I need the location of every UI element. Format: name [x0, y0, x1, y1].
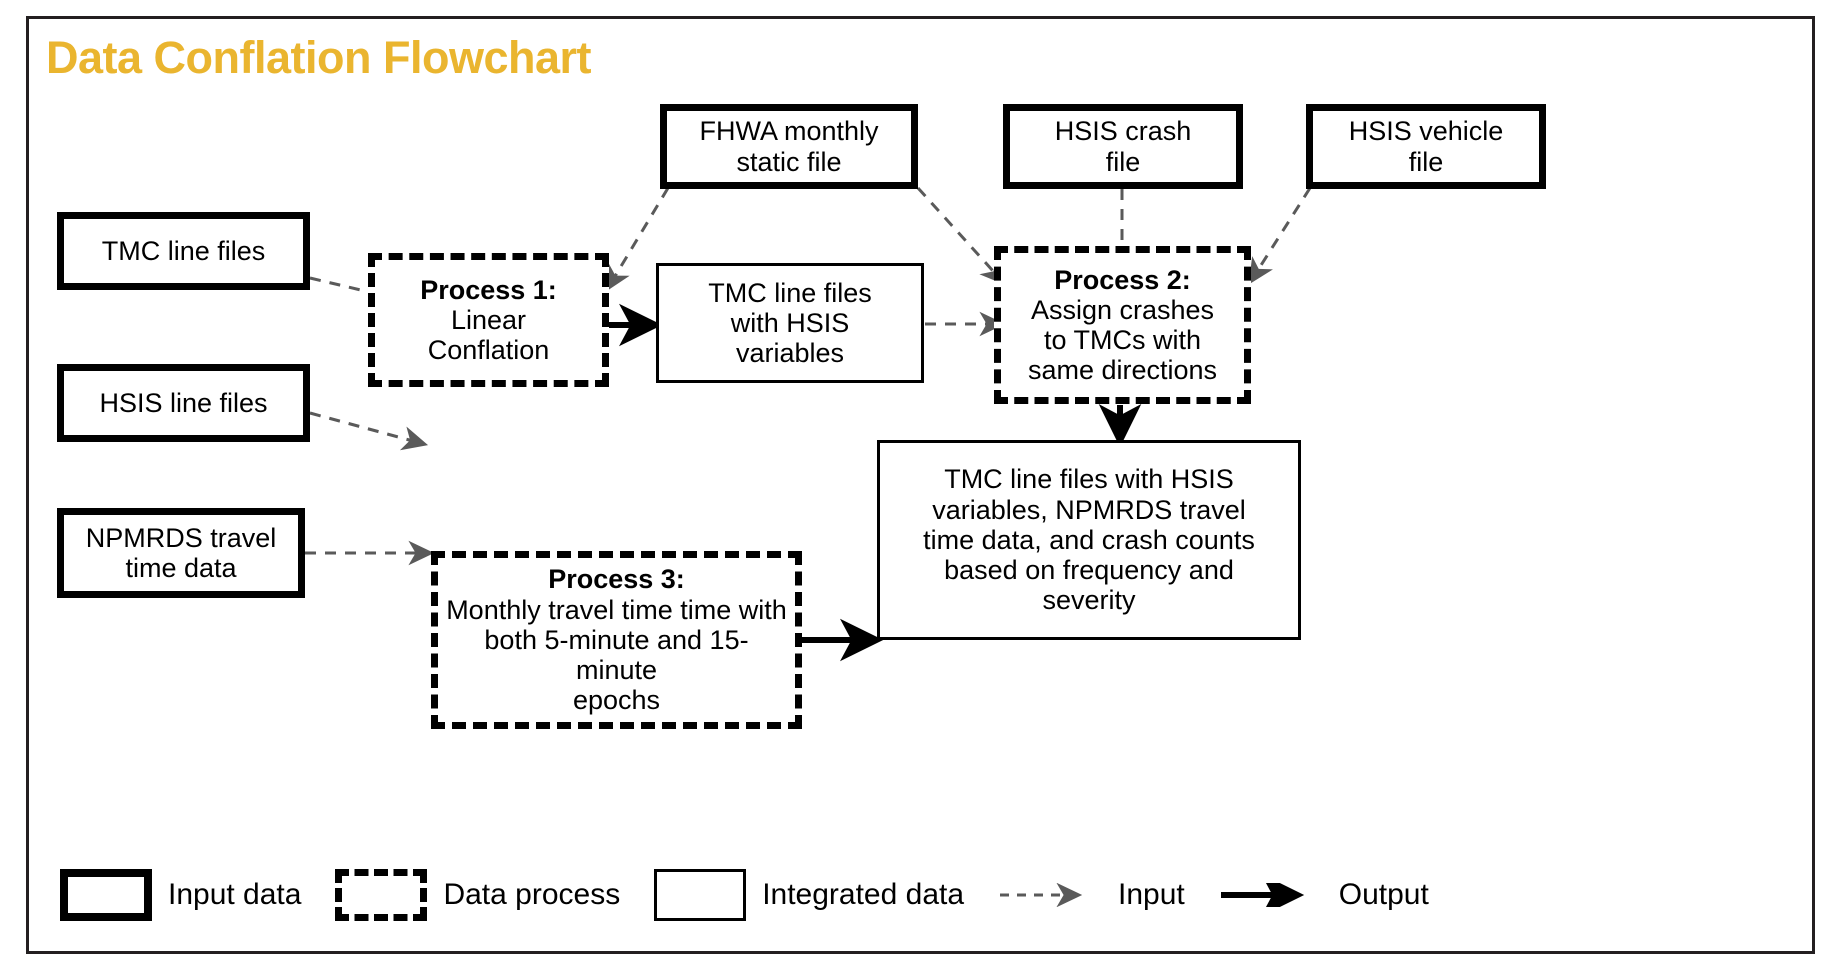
dashed-arrow-icon	[1000, 883, 1083, 907]
node-final-output-label: TMC line files with HSIS variables, NPMR…	[923, 464, 1255, 616]
legend-label-output-arrow: Output	[1338, 878, 1429, 911]
node-npmrds-travel-time-data-label: NPMRDS travel time data	[85, 522, 277, 583]
legend-label-data-process: Data process	[443, 878, 621, 911]
node-hsis-crash-file[interactable]: HSIS crash file	[1003, 104, 1243, 189]
legend-item-output-arrow: Output	[1219, 878, 1429, 912]
node-npmrds-travel-time-data[interactable]: NPMRDS travel time data	[57, 508, 305, 598]
legend-label-input-data: Input data	[168, 878, 302, 911]
node-tmc-line-files[interactable]: TMC line files	[57, 212, 310, 290]
legend-item-data-process: Data process	[335, 869, 620, 921]
page-title: Data Conflation Flowchart	[46, 32, 592, 83]
node-process-1[interactable]: Process 1: Linear Conflation	[368, 253, 609, 387]
integrated-data-swatch-icon	[654, 869, 747, 921]
legend-item-integrated-data: Integrated data	[654, 869, 964, 921]
node-process-2-title: Process 2:	[1054, 264, 1191, 295]
node-fhwa-monthly-static-file-label: FHWA monthly static file	[699, 116, 879, 177]
node-hsis-vehicle-file-label: HSIS vehicle file	[1348, 116, 1504, 177]
node-process-3-body: Monthly travel time time with both 5-min…	[446, 594, 787, 716]
legend: Input data Data process Integrated data …	[60, 852, 1480, 938]
legend-item-input-data: Input data	[60, 869, 301, 921]
legend-label-input-arrow: Input	[1118, 878, 1185, 911]
node-process-2-body: Assign crashes to TMCs with same directi…	[1027, 294, 1218, 386]
node-hsis-line-files[interactable]: HSIS line files	[57, 364, 310, 442]
node-process-3-title: Process 3:	[548, 564, 685, 595]
node-process-1-body: Linear Conflation	[427, 304, 550, 366]
solid-arrow-icon	[1220, 883, 1304, 907]
node-hsis-vehicle-file[interactable]: HSIS vehicle file	[1306, 104, 1546, 189]
node-hsis-line-files-label: HSIS line files	[99, 387, 268, 418]
input-data-swatch-icon	[60, 869, 152, 921]
node-process-2[interactable]: Process 2: Assign crashes to TMCs with s…	[994, 246, 1251, 404]
node-hsis-crash-file-label: HSIS crash file	[1054, 116, 1192, 177]
data-process-swatch-icon	[335, 869, 428, 921]
node-process-3[interactable]: Process 3: Monthly travel time time with…	[431, 551, 802, 729]
legend-item-input-arrow: Input	[998, 878, 1185, 912]
node-process-1-title: Process 1:	[420, 274, 557, 305]
node-tmc-line-files-with-hsis-variables-label: TMC line files with HSIS variables	[708, 277, 872, 369]
node-fhwa-monthly-static-file[interactable]: FHWA monthly static file	[660, 104, 918, 189]
node-tmc-line-files-label: TMC line files	[101, 235, 266, 266]
node-tmc-line-files-with-hsis-variables[interactable]: TMC line files with HSIS variables	[656, 263, 924, 383]
legend-label-integrated-data: Integrated data	[762, 878, 965, 911]
node-final-output[interactable]: TMC line files with HSIS variables, NPMR…	[877, 440, 1301, 640]
